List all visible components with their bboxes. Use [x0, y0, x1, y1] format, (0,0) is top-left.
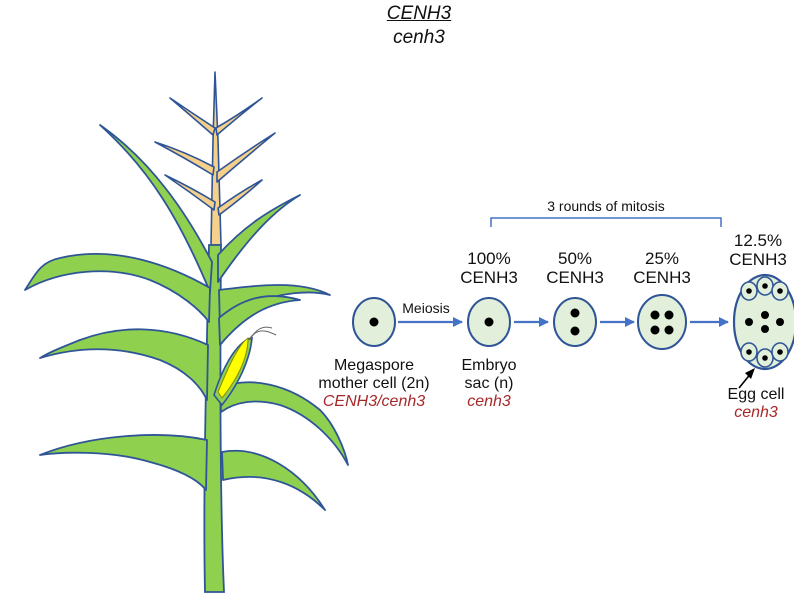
- nucleus: [571, 309, 580, 318]
- mature-embryo-sac: [734, 275, 794, 369]
- embryo-genotype: cenh3: [449, 393, 529, 411]
- embryo-line1: Embryo: [449, 357, 529, 375]
- stage-protein: CENH3: [535, 268, 615, 287]
- stage-percent-50: 50% CENH3: [535, 249, 615, 287]
- embryo-sac-label: Embryo sac (n) cenh3: [449, 357, 529, 411]
- embryo-line2: sac (n): [449, 375, 529, 393]
- nucleus: [651, 311, 660, 320]
- stage-percent-100: 100% CENH3: [449, 249, 529, 287]
- stage-pct: 50%: [535, 249, 615, 268]
- stage-percent-12-5: 12.5% CENH3: [722, 231, 794, 269]
- leaf-right-low: [222, 451, 325, 510]
- egg-cell-label: Egg cell cenh3: [718, 386, 794, 422]
- nucleus: [370, 318, 379, 327]
- leaf-left-mid: [40, 329, 208, 400]
- egg-pointer-arrow: [739, 368, 755, 388]
- mitosis-label: 3 rounds of mitosis: [520, 199, 692, 215]
- leaf-upper-right: [218, 195, 300, 282]
- egg-genotype: cenh3: [718, 404, 794, 422]
- genotype-b: cenh3: [382, 393, 426, 410]
- stage-protein: CENH3: [449, 268, 529, 287]
- stage-pct: 12.5%: [722, 231, 794, 250]
- title-bottom: cenh3: [376, 27, 462, 48]
- megaspore-genotype: CENH3/cenh3: [300, 393, 448, 411]
- stage-pct: 25%: [622, 249, 702, 268]
- title-top: CENH3: [376, 3, 462, 24]
- megaspore-line2: mother cell (2n): [300, 375, 448, 393]
- leaves: [25, 125, 348, 510]
- nucleus: [665, 311, 674, 320]
- four-nuclei-cell: [638, 295, 686, 349]
- nucleus: [665, 326, 674, 335]
- stage-percent-25: 25% CENH3: [622, 249, 702, 287]
- nucleus: [571, 327, 580, 336]
- egg-line1: Egg cell: [718, 386, 794, 404]
- embryo-sac-cell: [468, 298, 510, 346]
- nucleus: [651, 326, 660, 335]
- stage-protein: CENH3: [722, 250, 794, 269]
- maize-plant: [25, 72, 348, 592]
- leaf-left-low: [40, 435, 207, 490]
- genotype-a: CENH3: [323, 393, 377, 410]
- mitosis-bracket: [491, 218, 721, 227]
- nucleus: [485, 318, 494, 327]
- stage-protein: CENH3: [622, 268, 702, 287]
- megaspore-line1: Megaspore: [300, 357, 448, 375]
- meiosis-label: Meiosis: [396, 301, 456, 317]
- leaf-left-long: [25, 254, 210, 322]
- stage-pct: 100%: [449, 249, 529, 268]
- megaspore-cell: [353, 298, 395, 346]
- two-nuclei-cell: [554, 298, 596, 346]
- megaspore-label: Megaspore mother cell (2n) CENH3/cenh3: [300, 357, 448, 411]
